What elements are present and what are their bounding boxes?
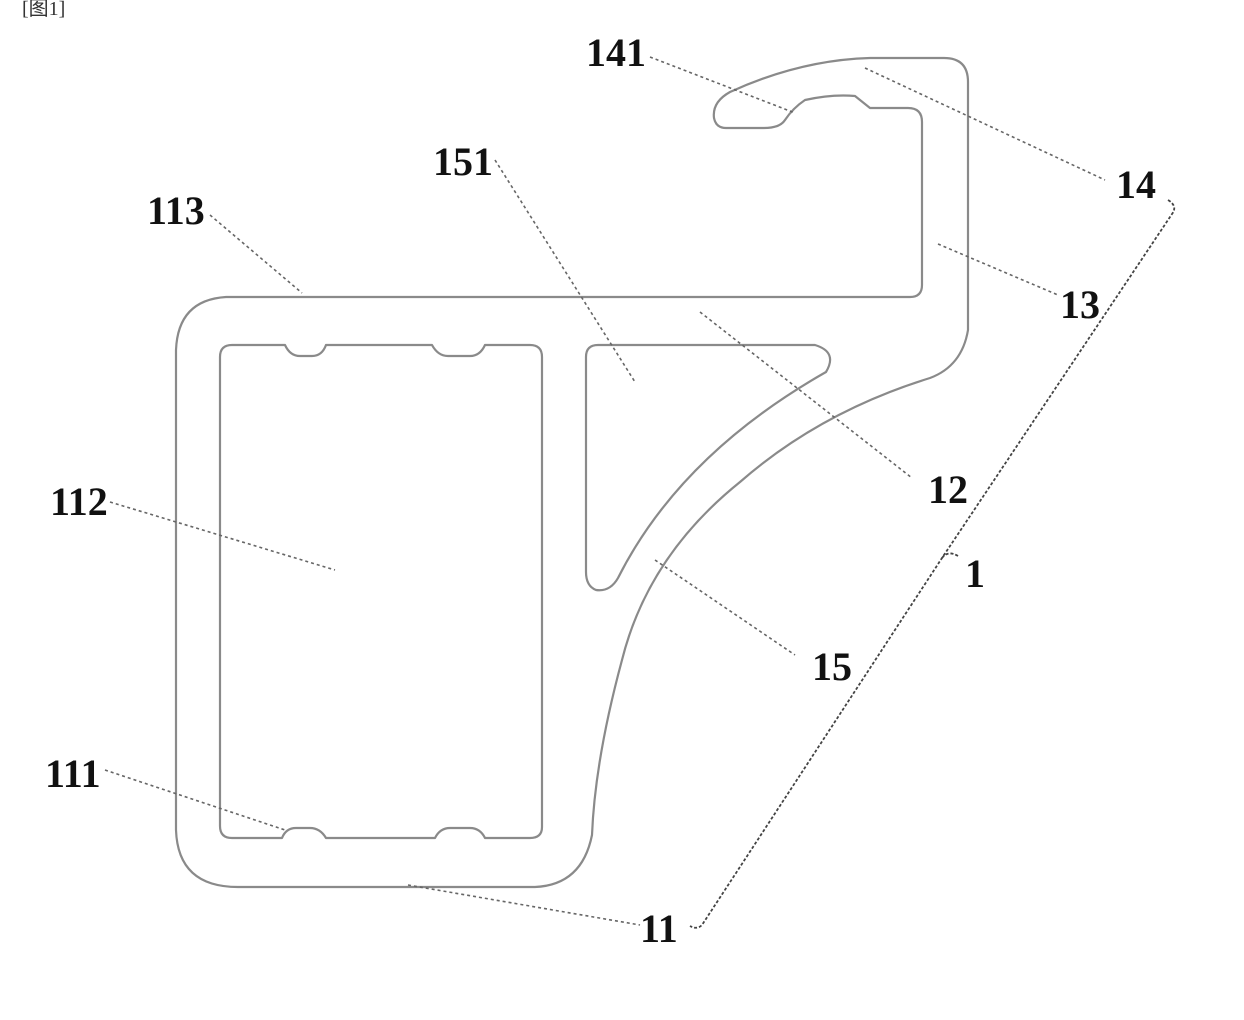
ref-141: 141: [586, 30, 646, 75]
leader-112: [110, 502, 335, 570]
ref-112: 112: [50, 479, 108, 524]
cavity-112-outline: [220, 345, 542, 838]
leader-141: [650, 57, 795, 113]
group-brace-1: [690, 200, 1174, 928]
ref-14: 14: [1116, 162, 1156, 207]
leader-14: [865, 68, 1105, 180]
outer-profile-outline: [176, 58, 968, 887]
cavity-151-outline: [586, 345, 830, 590]
leader-11: [408, 885, 640, 925]
ref-11: 11: [640, 906, 678, 951]
leader-13: [938, 244, 1058, 295]
ref-111: 111: [45, 751, 101, 796]
ref-15: 15: [812, 644, 852, 689]
leader-151: [495, 160, 635, 382]
ref-151: 151: [433, 139, 493, 184]
ref-13: 13: [1060, 282, 1100, 327]
leader-113: [210, 215, 302, 293]
ref-113: 113: [147, 188, 205, 233]
leader-111: [105, 770, 285, 830]
ref-1: 1: [965, 551, 985, 596]
ref-12: 12: [928, 467, 968, 512]
leader-15: [655, 560, 795, 655]
